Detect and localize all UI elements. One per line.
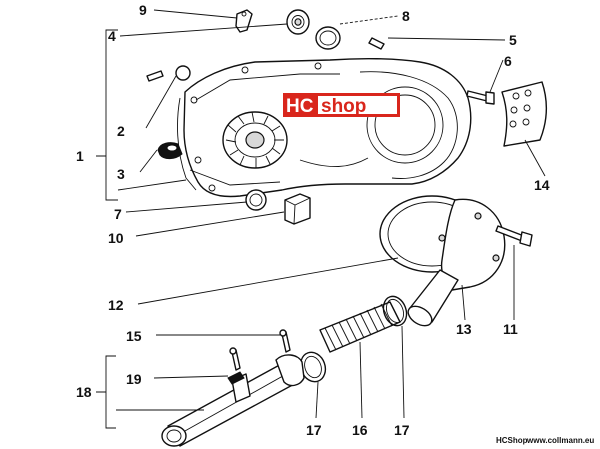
callout-17-right: 17 <box>394 422 410 438</box>
callout-15: 15 <box>126 328 142 344</box>
watermark-url: www.collmann.eu <box>526 436 594 445</box>
callout-6: 6 <box>504 53 512 69</box>
logo-text-hc: HC <box>286 96 314 117</box>
logo-text-shop: shop <box>321 96 366 117</box>
part-17-clamp-upper <box>382 295 408 327</box>
hcshop-logo: HC shop <box>283 93 400 117</box>
part-5-pin <box>368 37 385 50</box>
callout-19: 19 <box>126 371 142 387</box>
callout-10: 10 <box>108 230 124 246</box>
callout-12: 12 <box>108 297 124 313</box>
part-8-seal <box>315 26 341 50</box>
watermark: HCShop www.collmann.eu <box>496 436 594 445</box>
callout-8: 8 <box>402 8 410 24</box>
part-3-bush <box>157 142 183 160</box>
watermark-brand: HCShop <box>496 436 528 445</box>
callout-2: 2 <box>117 123 125 139</box>
part-9-bracket <box>235 9 253 33</box>
callout-16: 16 <box>352 422 368 438</box>
cover-gear-housing <box>222 111 288 169</box>
part-10-block <box>284 193 311 225</box>
transmission-cover <box>177 57 472 198</box>
leader-lines <box>96 9 546 429</box>
part-2-pin <box>146 65 191 82</box>
logo-white-panel <box>318 96 397 114</box>
callout-14: 14 <box>534 177 550 193</box>
callout-7: 7 <box>114 206 122 222</box>
callout-3: 3 <box>117 166 125 182</box>
part-18-duct <box>161 354 305 447</box>
part-4-bearing <box>286 9 310 35</box>
callout-1: 1 <box>76 148 84 164</box>
callout-9: 9 <box>139 2 147 18</box>
air-intake-housing <box>379 195 506 327</box>
part-14-plate <box>501 81 547 147</box>
part-6-screw <box>466 90 495 105</box>
callout-4: 4 <box>108 28 116 44</box>
part-15-screws <box>229 329 291 371</box>
part-19-spacer <box>227 371 245 385</box>
callout-5: 5 <box>509 32 517 48</box>
callout-labels: 9 4 8 5 6 2 1 3 14 7 10 12 13 11 15 19 1… <box>76 2 550 438</box>
callout-17-left: 17 <box>306 422 322 438</box>
part-7-plug <box>245 189 267 211</box>
part-11-screw <box>495 225 533 247</box>
callout-11: 11 <box>503 321 518 337</box>
callout-13: 13 <box>456 321 472 337</box>
callout-18: 18 <box>76 384 92 400</box>
